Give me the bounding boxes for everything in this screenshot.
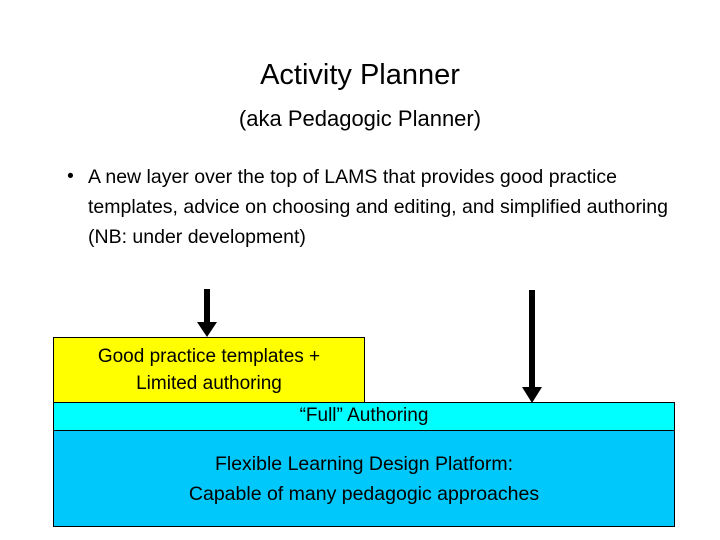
down-arrow-icon-to-templates (194, 289, 220, 338)
diagram-box-templates: Good practice templates + Limited author… (53, 337, 365, 403)
diagram-box-templates-label: Good practice templates + Limited author… (97, 346, 321, 394)
bullet-item-label: A new layer over the top of LAMS that pr… (88, 166, 668, 248)
bullet-point-icon: • (67, 166, 74, 187)
diagram-box-platform: Flexible Learning Design Platform: Capab… (53, 430, 675, 527)
diagram-box-full-authoring: “Full” Authoring (53, 402, 675, 431)
slide-title: Activity Planner (260, 59, 460, 91)
slide-subtitle: (aka Pedagogic Planner) (238, 106, 482, 131)
diagram-box-full-authoring-label: “Full” Authoring (299, 405, 429, 426)
down-arrow-icon-to-full-authoring (519, 290, 545, 404)
list-item: • A new layer over the top of LAMS that … (53, 162, 673, 252)
diagram-box-platform-label: Flexible Learning Design Platform: Capab… (188, 452, 540, 505)
bullet-list: • A new layer over the top of LAMS that … (53, 162, 673, 252)
